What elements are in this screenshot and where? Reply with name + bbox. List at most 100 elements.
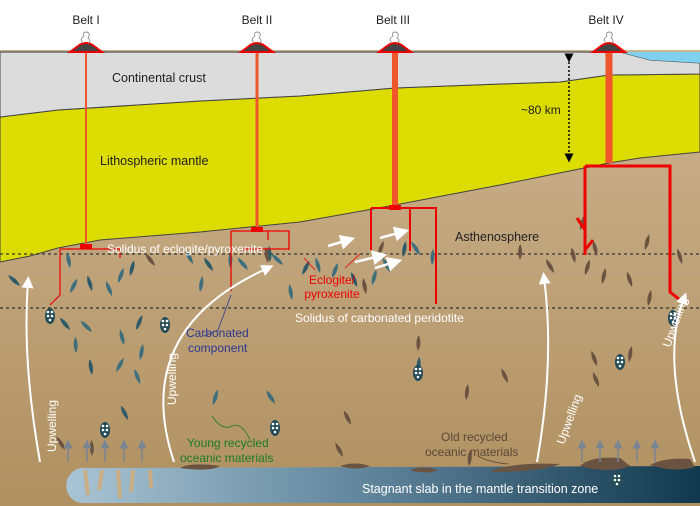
young-recycled-droplet xyxy=(116,357,124,372)
old-recycled-droplet xyxy=(416,334,421,351)
young-material-label-2: oceanic materials xyxy=(180,451,273,465)
belt-2-label: Belt II xyxy=(242,13,273,27)
old-recycled-droplet xyxy=(467,449,472,466)
carbonated-component-blob xyxy=(100,422,110,438)
old-recycled-droplet xyxy=(592,240,598,256)
old-recycled-droplet xyxy=(677,248,683,264)
eclogite-label-1: Eclogite/ xyxy=(309,273,356,287)
young-recycled-droplet xyxy=(134,368,141,384)
upwelling-label-1: Upwelling xyxy=(45,400,59,452)
volcano-icon xyxy=(590,31,628,53)
old-recycled-droplet xyxy=(584,259,590,275)
upwelling-arrows xyxy=(21,264,696,463)
carbonated-component-blob xyxy=(270,420,280,436)
old-recycled-droplet xyxy=(362,278,367,294)
old-recycled-droplet xyxy=(145,253,155,266)
carbonated-label-1: Carbonated xyxy=(186,326,249,340)
young-recycled-droplet xyxy=(288,284,293,300)
young-recycled-droplet xyxy=(139,344,144,360)
young-recycled-droplet xyxy=(411,241,420,255)
carbonated-component-blob xyxy=(160,317,170,333)
young-recycled-droplet xyxy=(70,278,78,293)
old-material-label-1: Old recycled xyxy=(441,430,508,444)
young-recycled-droplet xyxy=(203,257,213,271)
young-recycled-droplet xyxy=(430,248,435,265)
solidus-eclogite-label: Solidus of eclogite/pyroxenite xyxy=(107,242,263,256)
young-recycled-droplet xyxy=(185,249,193,264)
old-recycled-droplet xyxy=(264,247,270,263)
young-recycled-droplet xyxy=(199,276,204,292)
young-recycled-droplet xyxy=(135,315,143,330)
slab-label: Stagnant slab in the mantle transition z… xyxy=(362,482,598,496)
young-recycled-droplet xyxy=(105,281,113,296)
volcano-icon xyxy=(67,31,105,53)
carbonated-component-blob xyxy=(413,365,423,381)
solidus-peridotite-label: Solidus of carbonated peridotite xyxy=(295,311,464,325)
young-recycled-droplet xyxy=(237,257,248,270)
young-recycled-droplet xyxy=(80,320,92,332)
young-recycled-droplet xyxy=(120,405,129,420)
belt-1-label: Belt I xyxy=(72,13,99,27)
young-recycled-droplet xyxy=(302,260,310,275)
carbonated-component-blob xyxy=(668,310,678,326)
old-recycled-droplet xyxy=(56,436,65,450)
eclogite-label-2: pyroxenite xyxy=(304,287,360,301)
old-recycled-droplet xyxy=(464,383,470,400)
young-recycled-droplet xyxy=(351,271,358,287)
lithosphere-label: Lithospheric mantle xyxy=(100,154,208,168)
young-material-label-1: Young recycled xyxy=(187,436,269,450)
old-recycled-droplet xyxy=(570,247,576,263)
young-recycled-droplet xyxy=(8,275,20,286)
magma-conduits xyxy=(49,52,685,306)
old-recycled-droplet xyxy=(335,442,343,457)
melt-arrows xyxy=(327,226,410,272)
young-recycled-droplet xyxy=(66,252,71,268)
ocean xyxy=(620,52,700,63)
young-recycled-droplet xyxy=(87,275,93,291)
young-recycled-droplet xyxy=(315,257,321,273)
young-recycled-droplet xyxy=(371,269,377,285)
carbonated-component-blob xyxy=(615,354,625,370)
young-recycled-droplet xyxy=(271,253,283,265)
young-recycled-droplet xyxy=(331,263,339,278)
slab-drips xyxy=(83,469,153,499)
old-recycled-droplet xyxy=(343,410,352,425)
stagnant-slab xyxy=(66,466,700,503)
belt-3-label: Belt III xyxy=(376,13,410,27)
carbonated-component-blob xyxy=(45,308,55,324)
young-recycled-droplet xyxy=(129,260,135,276)
depth-label: ~80 km xyxy=(521,103,561,117)
volcanoes xyxy=(67,31,628,53)
young-recycled-droplet xyxy=(266,390,275,404)
upwelling-label-2: Upwelling xyxy=(165,353,179,405)
young-recycled-droplet xyxy=(117,267,124,283)
droplets xyxy=(8,214,683,488)
asthenosphere-label: Asthenosphere xyxy=(455,230,539,244)
crust-label: Continental crust xyxy=(112,71,206,85)
old-recycled-droplet xyxy=(592,372,600,387)
old-recycled-droplet xyxy=(545,259,554,273)
young-recycled-droplet xyxy=(119,329,125,345)
rising-arrows xyxy=(63,439,660,462)
old-recycled-droplet xyxy=(626,271,633,287)
belt-4-label: Belt IV xyxy=(588,13,623,27)
volcano-icon xyxy=(376,31,414,53)
old-recycled-droplet xyxy=(647,290,652,306)
young-recycled-droplet xyxy=(212,389,218,405)
volcano-icon xyxy=(238,31,276,53)
young-recycled-droplet xyxy=(59,317,70,330)
old-recycled-droplet xyxy=(601,268,607,284)
carbonated-component-blob xyxy=(612,472,622,488)
old-material-label-2: oceanic materials xyxy=(425,445,518,459)
young-recycled-droplet xyxy=(402,241,407,257)
old-recycled-droplet xyxy=(518,243,523,260)
old-recycled-droplet xyxy=(591,350,598,366)
young-recycled-droplet xyxy=(88,359,94,375)
old-recycled-droplet xyxy=(501,368,509,383)
carbonated-label-2: component xyxy=(188,341,248,355)
old-recycled-droplet xyxy=(628,346,633,362)
young-recycled-droplet xyxy=(73,336,78,353)
old-recycled-droplet xyxy=(644,234,650,250)
